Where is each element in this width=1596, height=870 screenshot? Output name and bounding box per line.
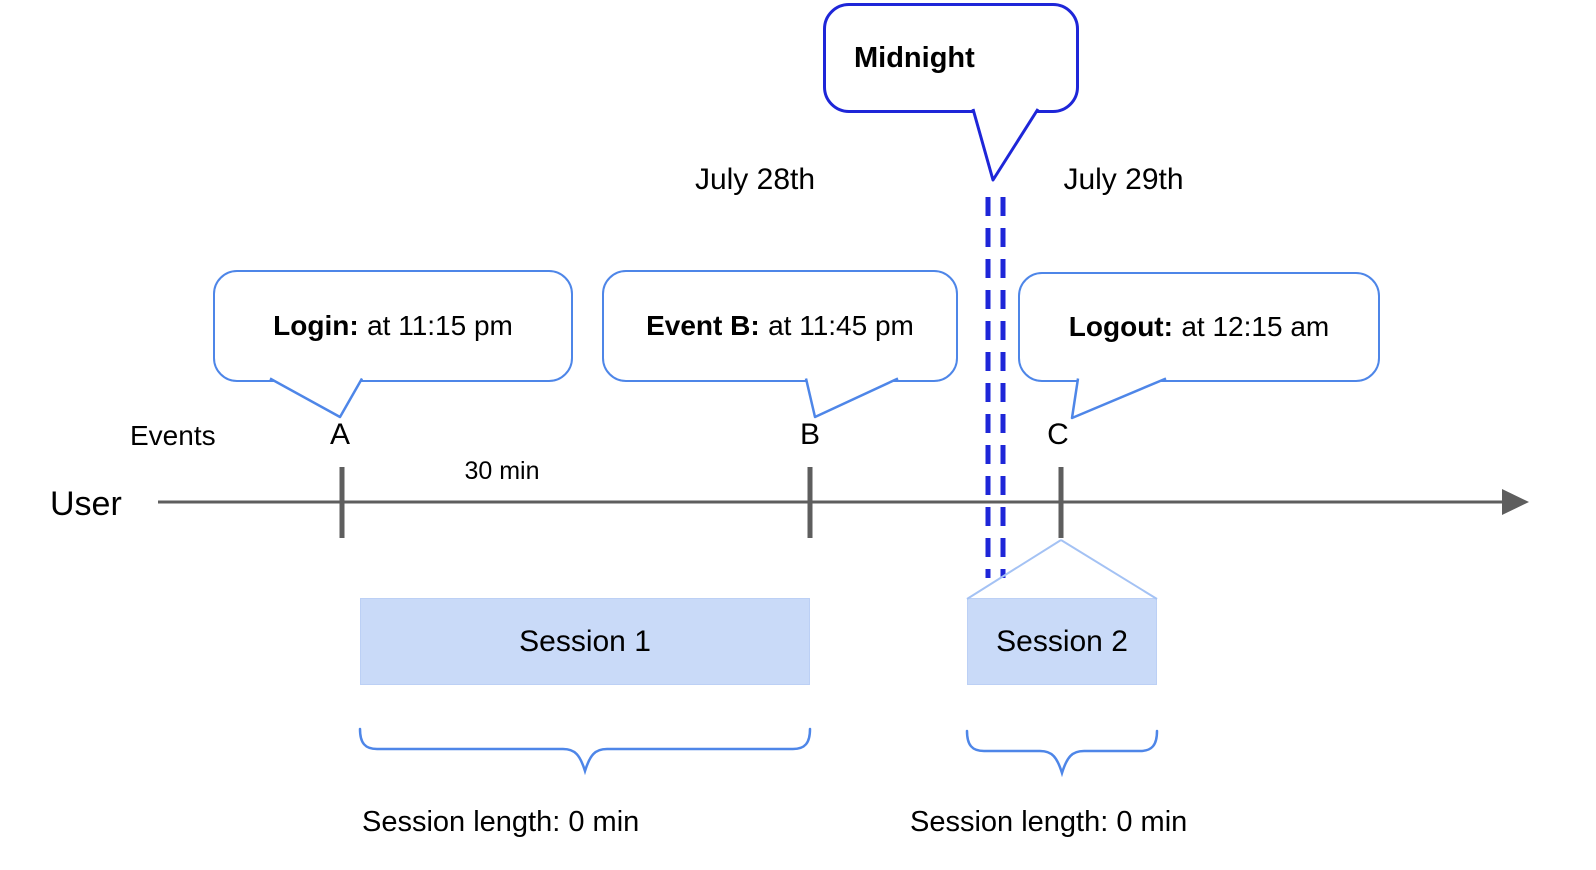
midnight-callout-bubble: Midnight xyxy=(823,3,1079,113)
session-2-brace xyxy=(965,729,1159,778)
midnight-callout-tail xyxy=(971,108,1040,182)
event-marker-b: B xyxy=(799,418,820,451)
session-2-length-label: Session length: 0 min xyxy=(910,806,1188,838)
event-b-callout-tail xyxy=(804,377,899,419)
session-2-box: Session 2 xyxy=(967,598,1157,685)
event-b-callout-bubble: Event B: at 11:45 pm xyxy=(602,270,958,382)
session-1-length-label: Session length: 0 min xyxy=(362,806,640,838)
event-marker-c: C xyxy=(1047,418,1069,451)
login-callout-text: Login: at 11:15 pm xyxy=(273,310,513,342)
session-2-label: Session 2 xyxy=(996,624,1128,658)
session-1-box: Session 1 xyxy=(360,598,810,685)
logout-callout-tail xyxy=(1070,377,1167,420)
event-b-callout-label: Event B: xyxy=(646,310,760,341)
session-1-brace xyxy=(358,727,812,776)
midnight-callout-label: Midnight xyxy=(854,41,975,74)
login-callout-tail xyxy=(269,377,364,419)
event-b-callout-text: Event B: at 11:45 pm xyxy=(646,310,914,342)
event-b-callout-time: at 11:45 pm xyxy=(768,310,914,341)
session-2-funnel-lines xyxy=(966,539,1158,600)
logout-callout-text: Logout: at 12:15 am xyxy=(1069,311,1329,343)
events-axis-label: Events xyxy=(130,420,216,451)
logout-callout-time: at 12:15 am xyxy=(1181,311,1330,342)
logout-callout-label: Logout: xyxy=(1068,311,1173,342)
event-marker-a: A xyxy=(329,418,350,451)
session-1-label: Session 1 xyxy=(519,624,651,658)
date-label-july-29: July 29th xyxy=(1063,163,1184,196)
login-callout-time: at 11:15 pm xyxy=(367,310,513,341)
login-callout-bubble: Login: at 11:15 pm xyxy=(213,270,573,382)
user-axis-label: User xyxy=(50,485,122,523)
date-label-july-28: July 28th xyxy=(694,163,816,196)
timeline-arrowhead xyxy=(1502,489,1529,515)
interval-30min-label: 30 min xyxy=(464,457,540,485)
logout-callout-bubble: Logout: at 12:15 am xyxy=(1018,272,1380,382)
login-callout-label: Login: xyxy=(273,310,359,341)
